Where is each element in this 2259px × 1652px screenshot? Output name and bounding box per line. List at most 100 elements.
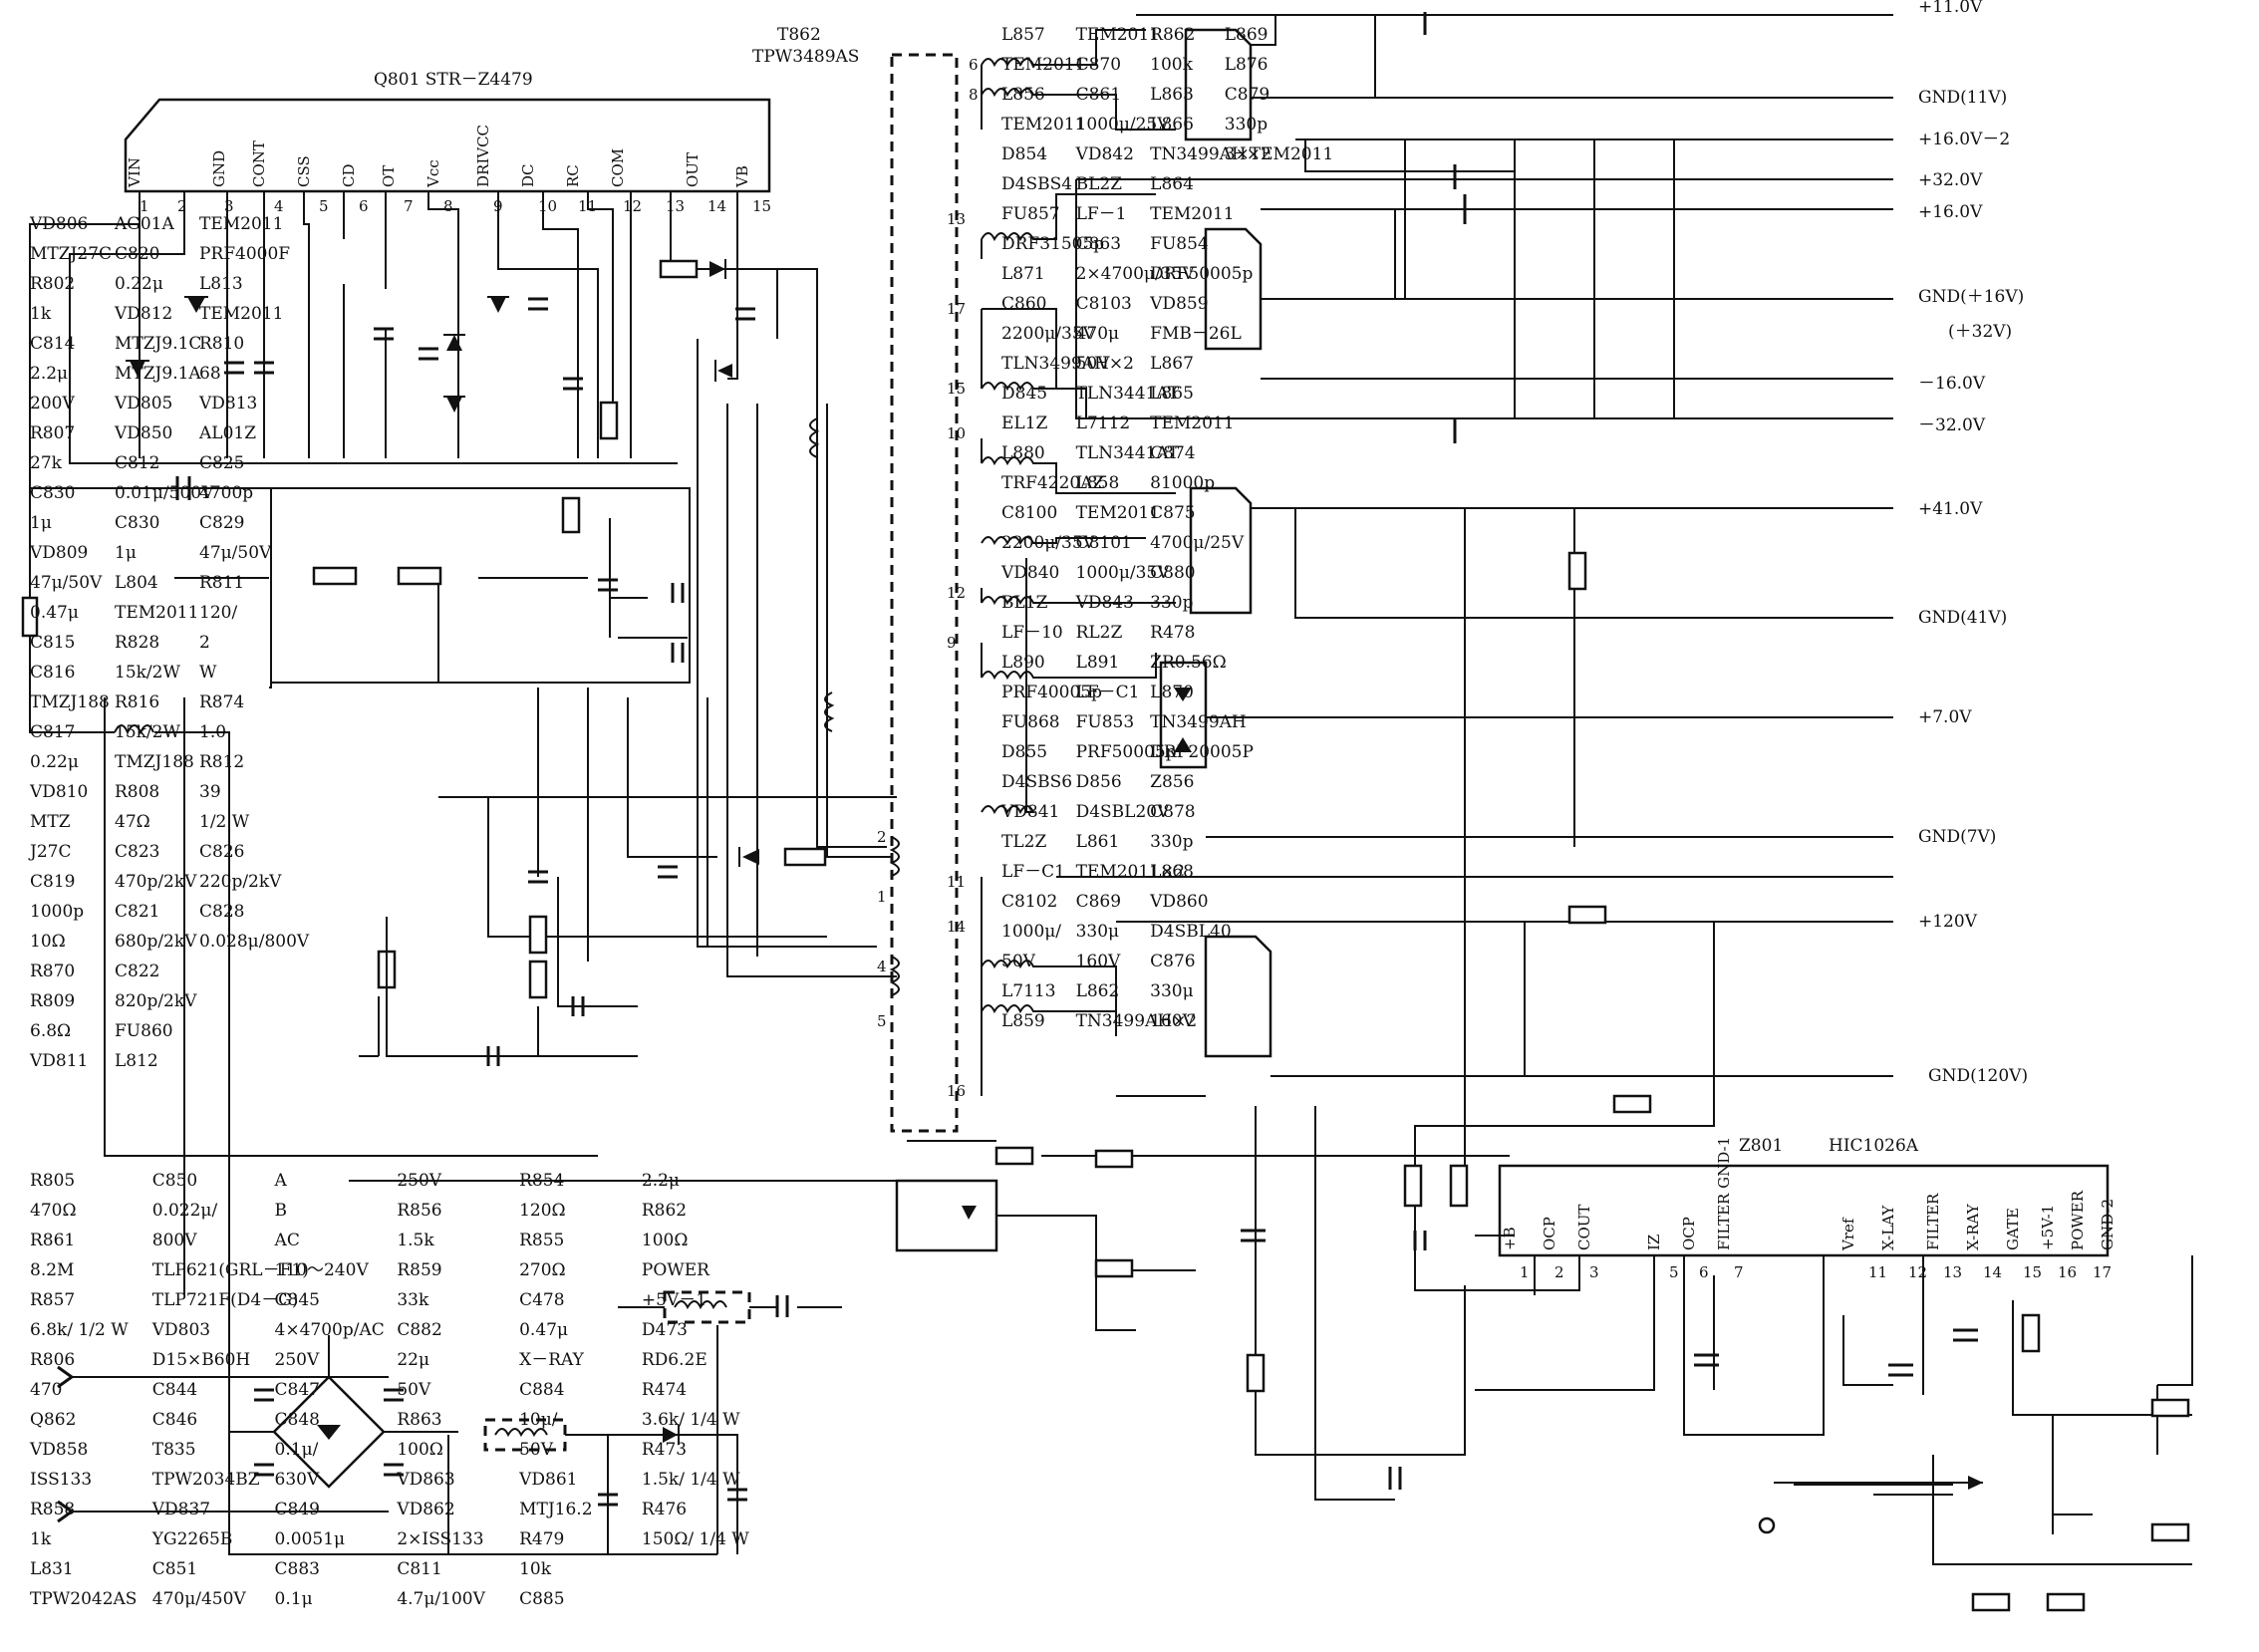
q801-pin-number: 13 [666, 197, 685, 215]
component-label: R855 [519, 1231, 564, 1250]
component-label: R859 [397, 1260, 441, 1280]
component-label: 330μ [1076, 922, 1120, 942]
component-label: L862 [1076, 981, 1120, 1001]
component-label: D4SBS4 [1001, 174, 1072, 194]
component-label: D4SBL40 [1150, 922, 1232, 942]
component-label: 0.22μ [30, 752, 79, 772]
component-label: 120/ [199, 603, 237, 623]
component-label: Z856 [1150, 772, 1194, 792]
component-label: R805 [30, 1171, 75, 1191]
rail-label: +16.0V－2 [1918, 130, 2010, 149]
component-label: PRF4000F [199, 244, 290, 264]
component-label: TL2Z [1001, 832, 1046, 852]
component-label: 470Ω [30, 1201, 77, 1221]
component-label: C879 [1225, 85, 1270, 105]
component-label: D15×B60H [152, 1350, 250, 1370]
component-label: C869 [1076, 892, 1121, 912]
component-label: 8.2M [30, 1260, 74, 1280]
component-label: 0.022μ/ [152, 1201, 218, 1221]
component-label: C828 [199, 902, 244, 922]
secondary-labels: L857TEM2011L856TEM2011D854D4SBS4FU857DRF… [1000, 25, 1333, 1031]
component-label: VD803 [151, 1320, 210, 1340]
component-label: X－RAY [519, 1350, 584, 1370]
bridge-vd860 [1204, 935, 1272, 1058]
component-label: 330p [1150, 593, 1193, 613]
component-label: C830 [115, 513, 159, 533]
q801-pin-number: 7 [404, 197, 414, 215]
component-label: C878 [1150, 802, 1195, 822]
r474 [1971, 1592, 2011, 1612]
transformer-ref: T862 [777, 25, 821, 45]
q801-pin-name: GND [210, 150, 228, 187]
component-label: 68 [199, 364, 221, 384]
z801-pin-number: 5 [1669, 1263, 1679, 1281]
component-label: 15k/2W [115, 663, 180, 683]
transformer-pin-number: 5 [877, 1012, 887, 1030]
component-label: 1μ [30, 513, 52, 533]
z801-pin-number: 14 [1983, 1263, 2002, 1281]
component-label: R806 [30, 1350, 75, 1370]
component-label: R479 [519, 1529, 564, 1549]
transformer-part: TPW3489AS [752, 47, 859, 67]
component-label: C845 [275, 1290, 320, 1310]
component-label: TN3499AH×2 [1150, 144, 1271, 164]
component-label: R478 [1150, 623, 1195, 643]
r479 [2150, 1398, 2190, 1418]
transformer-pin-number: 12 [947, 584, 966, 602]
component-label: 1000μ/35V [1076, 563, 1171, 583]
transformer-pin-number: 8 [969, 86, 979, 104]
component-label: R828 [115, 633, 159, 653]
q801-pin-name: CONT [250, 140, 268, 187]
rail-label: +16.0V [1918, 202, 1983, 222]
q801-pin-number: 8 [443, 197, 453, 215]
component-label: 0.22μ [115, 274, 163, 294]
component-label: VD861 [518, 1470, 577, 1490]
component-label: 0.1μ/ [275, 1440, 319, 1460]
z801-pin-number: 11 [1868, 1263, 1887, 1281]
component-label: C844 [152, 1380, 197, 1400]
component-label: 200V [30, 394, 75, 413]
transformer-pin-number: 11 [947, 873, 966, 891]
component-label: D4SBS6 [1001, 772, 1072, 792]
ic-q801: Q801 STR－Z4479 [124, 70, 771, 193]
component-label: Q862 [30, 1410, 76, 1430]
component-label: RD6.2E [642, 1350, 707, 1370]
q801-pin-number: 10 [538, 197, 557, 215]
component-label: C848 [275, 1410, 320, 1430]
transformer-pin-number: 9 [947, 634, 957, 652]
z801-pin-name: OCP [1541, 1217, 1558, 1250]
r856 [1246, 1353, 1266, 1393]
component-label: VD805 [114, 394, 172, 413]
component-label: R862 [1150, 25, 1195, 45]
ic-z801-part: HIC1026A [1829, 1136, 1919, 1156]
component-label: VD863 [396, 1470, 454, 1490]
component-label: TN3499AH×2 [1076, 1011, 1198, 1031]
q801-pin-name: OUT [684, 152, 702, 187]
z801-pin-name: +5V-1 [2039, 1205, 2057, 1250]
component-label: C825 [199, 453, 244, 473]
component-label: 2×4700μ/35V [1076, 264, 1196, 284]
component-label: TEM2011 [1150, 413, 1234, 433]
component-label: TLN3441AT [1076, 384, 1180, 404]
component-label: TEM2011 [199, 214, 283, 234]
component-label: TEM2011×2 [1076, 862, 1185, 882]
component-label: BL1Z [1001, 593, 1048, 613]
component-label: VD811 [29, 1051, 88, 1071]
q801-pin-number: 2 [177, 197, 187, 215]
component-label: L871 [1001, 264, 1045, 284]
component-label: L857 [1001, 25, 1045, 45]
vd859-pack [1159, 661, 1208, 769]
z801-pin-number: 16 [2058, 1263, 2077, 1281]
component-label: +5V－1 [642, 1290, 706, 1310]
component-label: 0.47μ [519, 1320, 568, 1340]
component-label: R856 [397, 1201, 441, 1221]
component-label: R473 [642, 1440, 687, 1460]
transformer-pin-number: 1 [877, 888, 887, 906]
rail-label: GND(41V) [1918, 608, 2007, 628]
primary-labels: VD806MTZJ27CR8021kC8142.2μ200VR80727kC83… [28, 214, 310, 1071]
component-label: MTZJ27C [30, 244, 112, 264]
z801-pin-name: Vref [1839, 1217, 1857, 1251]
q801-pin-name: CD [340, 163, 358, 187]
component-label: C822 [115, 962, 159, 981]
